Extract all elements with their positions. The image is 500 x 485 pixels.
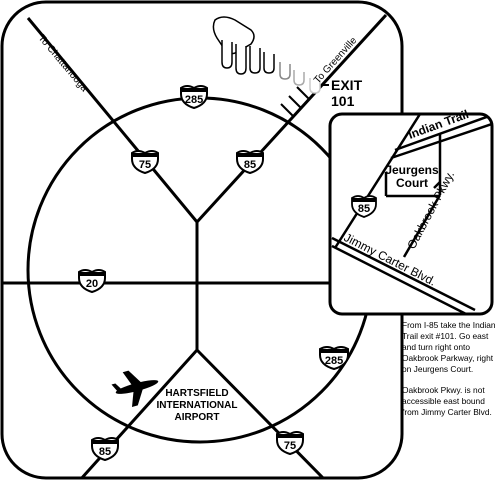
shield-i85-inset-number: 85 xyxy=(358,203,370,215)
exit-number-label: 101 xyxy=(331,93,355,109)
shield-i75-se: 75 xyxy=(276,431,304,456)
shield-i75-nw: 75 xyxy=(131,150,159,175)
jeurgens-court-label-line2: Court xyxy=(396,176,428,190)
jimmy-carter-road-bottom xyxy=(331,244,471,313)
shield-i285-se-number: 285 xyxy=(325,355,343,367)
shield-i20-number: 20 xyxy=(86,278,98,290)
exit-ramp-marks xyxy=(280,86,310,117)
shield-i75-nw-number: 75 xyxy=(139,159,151,171)
shield-i85-ne-number: 85 xyxy=(244,159,256,171)
shield-i85-inset: 85 xyxy=(351,195,377,218)
shield-i85-ne: 85 xyxy=(236,150,264,175)
directions-text: From I-85 take the Indian Trail exit #10… xyxy=(402,320,496,428)
i85-north-road xyxy=(195,13,388,224)
indian-trail-road-top xyxy=(394,115,491,152)
shield-i85-sw-number: 85 xyxy=(99,446,111,458)
oakbrook-road-lower xyxy=(402,194,442,258)
shield-i285-se: 285 xyxy=(319,346,349,371)
jimmy-carter-road-top xyxy=(331,236,476,312)
shield-i285-top-number: 285 xyxy=(185,94,203,106)
shield-i285-top: 285 xyxy=(180,85,208,110)
inset-map: 85 Indian Trail Jeurgens Court Oakbrook … xyxy=(328,107,494,316)
jeurgens-court-label-line1: Jeurgens xyxy=(385,163,439,177)
airport-label-line1: HARTSFIELD xyxy=(165,388,228,399)
directions-paragraph-2: Oakbrook Pkwy. is not accessible east bo… xyxy=(402,385,492,417)
i75-north-road xyxy=(26,17,199,223)
airplane-icon xyxy=(111,370,159,407)
airport-label-line2: INTERNATIONAL xyxy=(157,400,238,411)
airport-label-line3: AIRPORT xyxy=(175,412,220,423)
directions-paragraph-1: From I-85 take the Indian Trail exit #10… xyxy=(402,320,496,374)
location-marker-icon xyxy=(433,181,441,189)
indian-trail-road-bottom xyxy=(390,122,491,160)
i75-south-road xyxy=(195,348,327,478)
shield-i75-se-number: 75 xyxy=(284,440,296,452)
inset-i85-road xyxy=(333,115,422,249)
shield-i20: 20 xyxy=(78,269,106,294)
exit-label: EXIT xyxy=(331,77,363,93)
pointing-hand-icon xyxy=(212,16,321,94)
shield-i85-sw: 85 xyxy=(91,437,119,462)
